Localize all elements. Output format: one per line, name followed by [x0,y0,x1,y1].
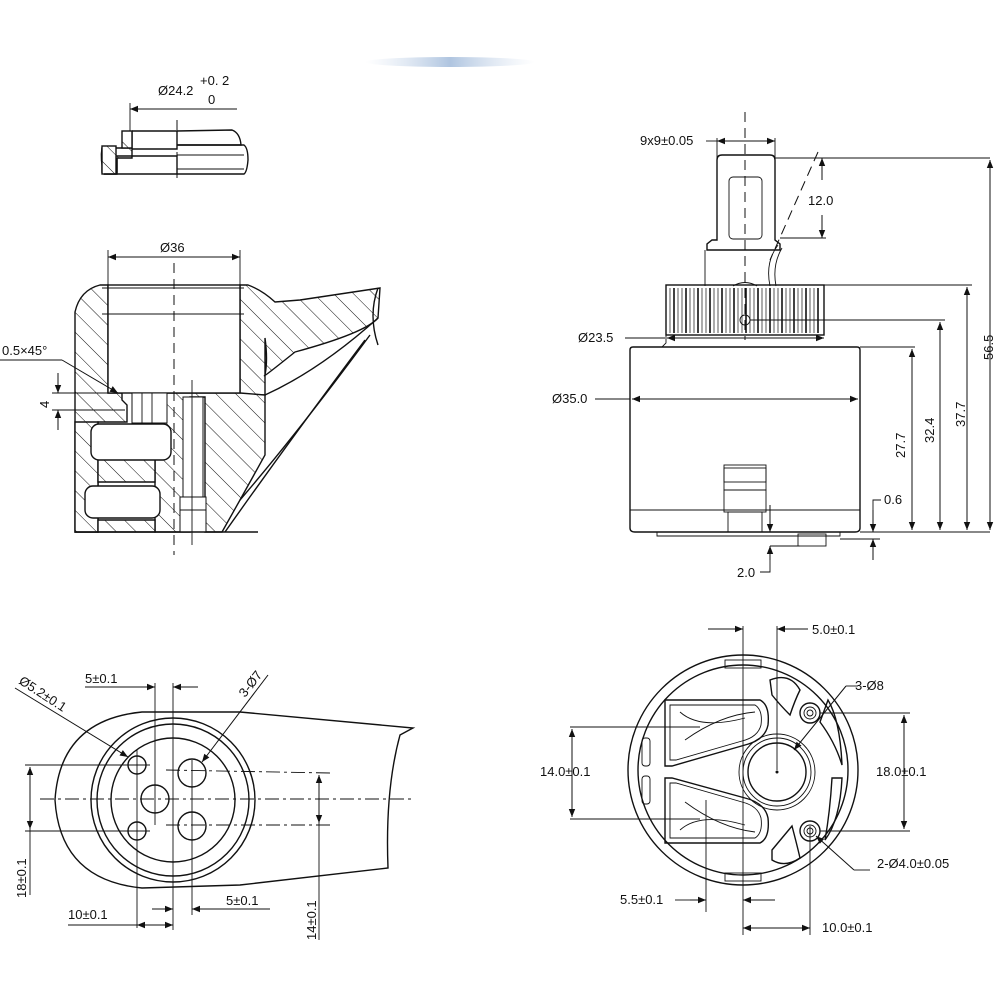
h-offset-label: 10±0.1 [68,907,108,922]
housing-bottom-view: 5±0.1 Ø5.2±0.1 3-Ø7 18±0.1 14±0.1 5±0.1 … [14,668,416,940]
cartridge-bottom-view: 5.0±0.1 3-Ø8 14.0±0.1 18.0±0.1 2-Ø4.0±0.… [540,622,949,935]
foot-label: 0.6 [884,492,902,507]
ring-tol-upper: +0. 2 [200,73,229,88]
cb-pin-offset-label: 10.0±0.1 [822,920,873,935]
cb-right-span-label: 18.0±0.1 [876,764,927,779]
ring-section-view: Ø24.2 +0. 2 0 [100,73,249,182]
ring-diameter-label: Ø24.2 [158,83,193,98]
chamfer-label: 0.5×45° [2,343,47,358]
v-spacing-label: 18±0.1 [14,858,29,898]
bottom-offset-label: 5±0.1 [226,893,258,908]
housing-bore-label: Ø36 [160,240,185,255]
top-smudge [365,57,535,67]
height-27-7-label: 27.7 [893,433,908,458]
top-offset-label: 5±0.1 [85,671,117,686]
body-diameter-label: Ø35.0 [552,391,587,406]
base-label: 2.0 [737,565,755,580]
stem-size-label: 9x9±0.05 [640,133,693,148]
stem-height-label: 12.0 [808,193,833,208]
v-spacing2-label: 14±0.1 [304,900,319,940]
ring-tol-lower: 0 [208,92,215,107]
knurl-lines [669,288,819,333]
height-32-4-label: 32.4 [922,418,937,443]
cb-holes-label: 3-Ø8 [855,678,884,693]
cb-left-span-label: 14.0±0.1 [540,764,591,779]
cb-top-offset-label: 5.0±0.1 [812,622,855,637]
cb-pins-label: 2-Ø4.0±0.05 [877,856,949,871]
housing-section-view: Ø36 0.5×45° [0,240,381,555]
step-label: 4 [37,401,52,408]
height-37-7-label: 37.7 [953,402,968,427]
height-56-5-label: 56.5 [981,335,996,360]
cartridge-side-view: 9x9±0.05 12.0 Ø23.5 Ø35.0 [552,112,996,580]
cap-diameter-label: Ø23.5 [578,330,613,345]
cb-low-offset-label: 5.5±0.1 [620,892,663,907]
